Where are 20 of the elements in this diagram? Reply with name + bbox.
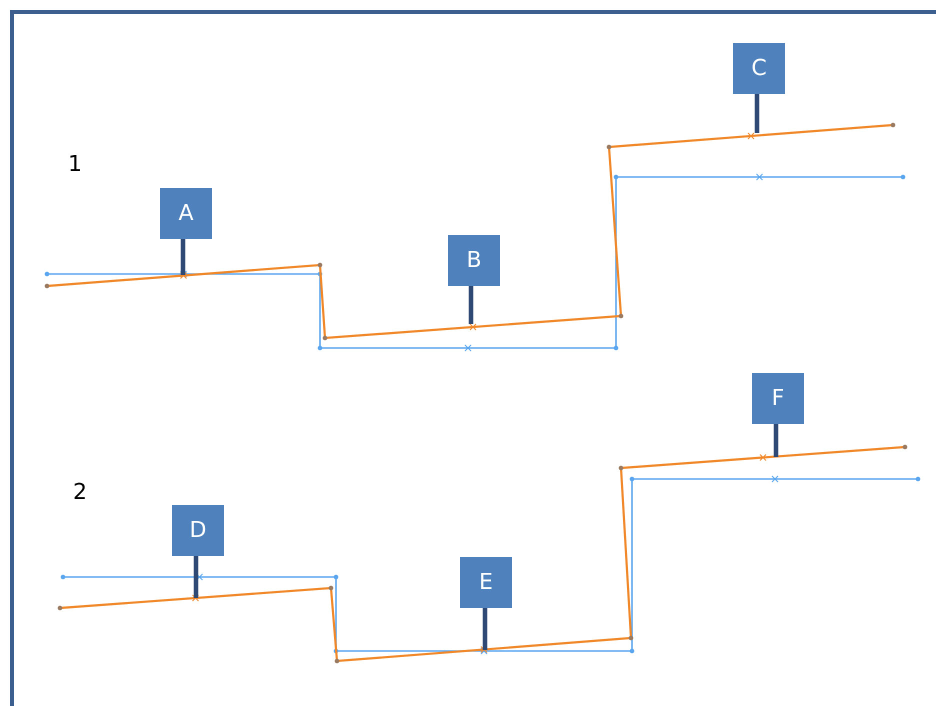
label-box [160,188,212,239]
leader-line [180,239,186,275]
row-number: 2 [73,480,87,505]
leader-line [468,286,474,324]
leader-line [754,94,760,133]
box-letter: F [772,386,784,411]
leader-line [482,608,488,650]
label-box [460,557,512,608]
box-letter: E [479,570,493,595]
label-box [752,373,804,424]
box-letter: B [466,248,482,273]
row-number: 1 [68,152,82,177]
leader-line [774,424,778,457]
box-letter: A [178,201,194,226]
box-letter: C [751,56,767,81]
label-box [448,235,500,286]
label-box [172,505,224,556]
label-box [733,43,785,94]
box-letter: D [190,518,206,543]
leader-line [194,556,198,598]
